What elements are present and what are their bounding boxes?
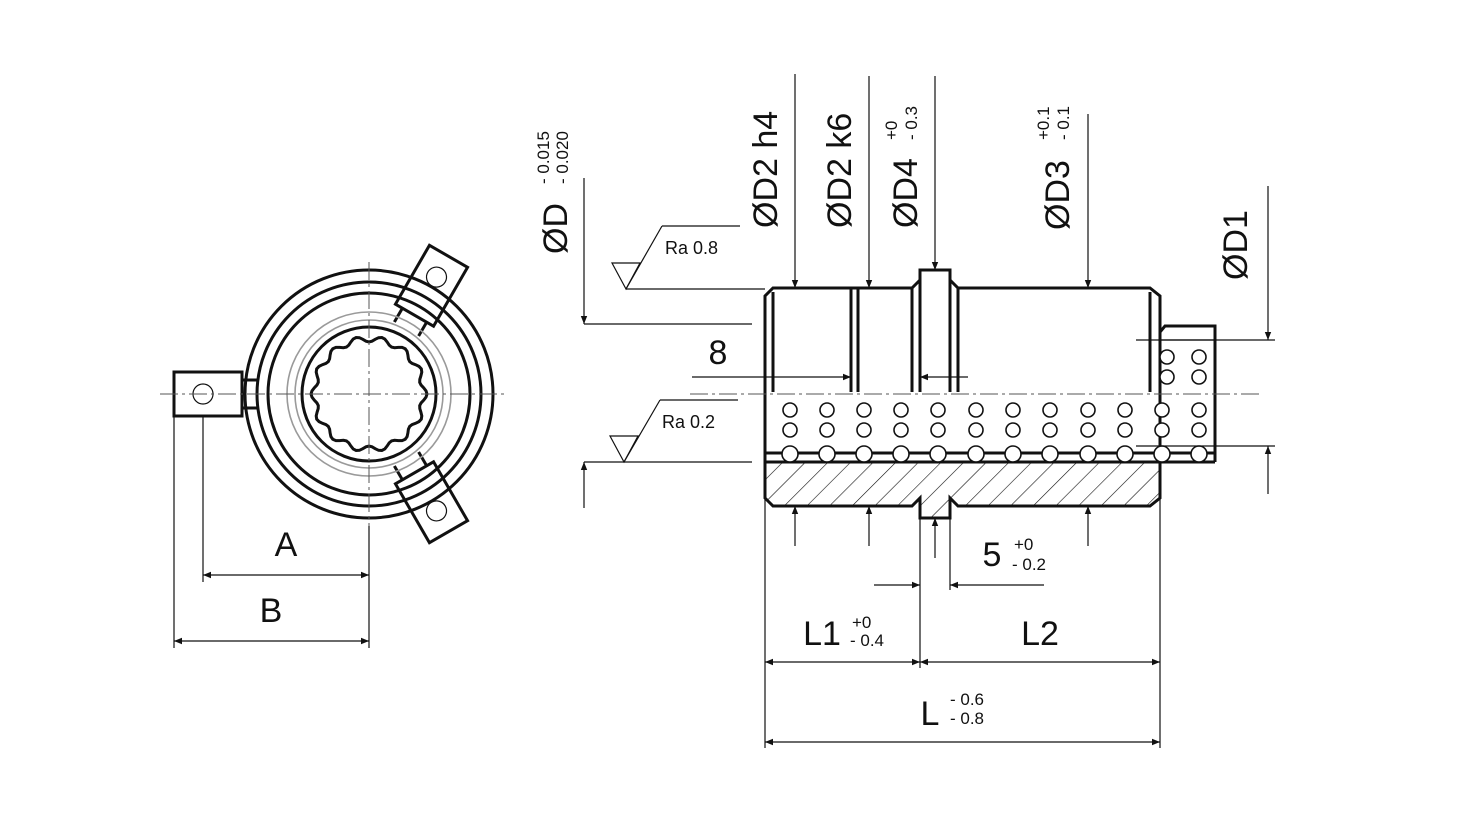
roughness-top: Ra 0.8: [610, 225, 765, 291]
clamp-lug-bottom-right: [393, 451, 470, 545]
ball: [968, 402, 984, 418]
dim-5-tol-upper: +0: [1014, 535, 1033, 554]
dim-d3-tol-lower: - 0.1: [1054, 106, 1073, 140]
ball: [1080, 422, 1096, 438]
dim-d3-label: ØD3: [1039, 160, 1077, 230]
end-view: A B: [160, 243, 505, 648]
dim-d2-h4-label: ØD2 h4: [747, 111, 785, 228]
ball: [968, 422, 984, 438]
dim-d1-label: ØD1: [1217, 210, 1255, 280]
ball: [893, 402, 909, 418]
dim-l1-tol-lower: - 0.4: [850, 631, 884, 650]
dim-d4-tol-upper: +0: [882, 121, 901, 140]
ball: [929, 445, 947, 463]
ball: [1191, 422, 1207, 438]
dim-l2-label: L2: [1021, 615, 1059, 653]
ball: [1080, 402, 1096, 418]
dim-a-label: A: [275, 526, 298, 564]
dim-l-label: L: [921, 695, 940, 733]
dim-l1-tol-upper: +0: [852, 613, 871, 632]
ball: [1005, 422, 1021, 438]
ball: [1190, 445, 1208, 463]
ball: [1153, 445, 1171, 463]
ball: [781, 445, 799, 463]
ball: [1154, 402, 1170, 418]
ball: [819, 422, 835, 438]
dim-d-label: ØD: [537, 203, 575, 254]
ball: [1116, 445, 1134, 463]
ball: [1005, 402, 1021, 418]
ball: [1117, 402, 1133, 418]
ball: [1154, 422, 1170, 438]
ball: [1159, 349, 1175, 365]
dim-b-label: B: [260, 592, 283, 630]
ball: [1079, 445, 1097, 463]
dim-l-tol-upper: - 0.6: [950, 690, 984, 709]
ball: [892, 445, 910, 463]
ra-top-label: Ra 0.8: [665, 238, 718, 258]
dim-5-tol-lower: - 0.2: [1012, 555, 1046, 574]
ball: [1117, 422, 1133, 438]
dim-d-tol-lower: - 0.020: [553, 131, 572, 184]
dim-5-label: 5: [983, 536, 1002, 574]
ball: [930, 422, 946, 438]
ball: [1042, 422, 1058, 438]
ball: [1191, 349, 1207, 365]
ball: [967, 445, 985, 463]
dim-d2-k6-label: ØD2 k6: [821, 113, 859, 228]
roughness-bottom: Ra 0.2: [608, 399, 738, 464]
bush-section-hatch: [763, 460, 1162, 520]
ball: [1191, 402, 1207, 418]
ball: [819, 402, 835, 418]
ball: [1041, 445, 1059, 463]
ball: [930, 402, 946, 418]
dim-8-label: 8: [709, 334, 728, 372]
ball: [1042, 402, 1058, 418]
dim-d4-tol-lower: - 0.3: [902, 106, 921, 140]
dim-l1-label: L1: [803, 615, 841, 653]
section-view: Ra 0.8 Ra 0.2 ØD - 0.015 - 0.020 ØD2 h4 …: [534, 74, 1275, 748]
ball: [818, 445, 836, 463]
ball: [782, 402, 798, 418]
dim-l-tol-lower: - 0.8: [950, 709, 984, 728]
ball-rows: [781, 349, 1208, 463]
dim-d3-tol-upper: +0.1: [1034, 106, 1053, 140]
ball: [1159, 369, 1175, 385]
ball: [856, 402, 872, 418]
ball: [1191, 369, 1207, 385]
ball: [856, 422, 872, 438]
ra-bottom-label: Ra 0.2: [662, 412, 715, 432]
ball: [893, 422, 909, 438]
ball: [782, 422, 798, 438]
dim-d-tol-upper: - 0.015: [534, 131, 553, 184]
dim-d4-label: ØD4: [887, 158, 925, 228]
ball: [1004, 445, 1022, 463]
ball: [855, 445, 873, 463]
